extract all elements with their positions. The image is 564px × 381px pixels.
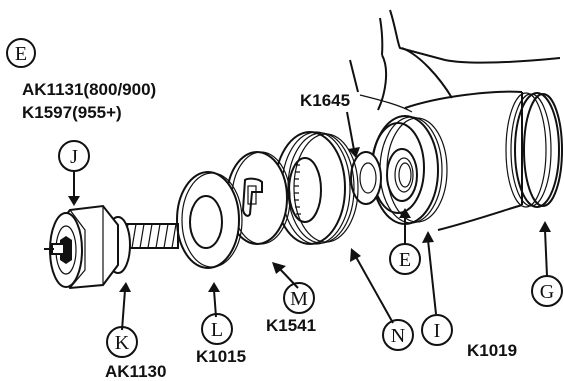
- callout-i: I: [421, 314, 453, 346]
- svg-text:E: E: [15, 43, 27, 65]
- part-number-k1541: K1541: [266, 316, 316, 335]
- flat-washer: [176, 171, 243, 269]
- svg-text:J: J: [70, 146, 78, 168]
- callout-j: J: [58, 140, 90, 172]
- part-number-e-line1: AK1131(800/900): [22, 80, 156, 99]
- svg-text:K: K: [115, 332, 130, 354]
- part-number-k1015: K1015: [196, 347, 246, 366]
- callout-e-part: E: [389, 243, 421, 275]
- svg-text:E: E: [399, 249, 411, 271]
- callout-m: M: [283, 282, 315, 314]
- svg-text:G: G: [540, 281, 554, 303]
- callout-n: N: [382, 319, 414, 351]
- svg-text:I: I: [434, 320, 441, 342]
- callout-l: L: [201, 313, 233, 345]
- part-number-ak1130: AK1130: [105, 362, 166, 381]
- part-number-k1645: K1645: [300, 91, 350, 110]
- callout-e-top: E: [6, 38, 36, 68]
- callout-k: K: [106, 326, 138, 358]
- callout-g: G: [531, 275, 563, 307]
- hex-bolt: [44, 204, 179, 290]
- leader-arrows: [68, 111, 551, 331]
- svg-text:N: N: [391, 325, 405, 347]
- svg-text:L: L: [211, 319, 223, 341]
- threaded-ring-nut: [274, 131, 359, 245]
- svg-text:M: M: [290, 288, 308, 310]
- flange-seat: [371, 115, 448, 225]
- part-number-e-line2: K1597(955+): [22, 103, 122, 122]
- part-number-k1019: K1019: [467, 341, 517, 360]
- small-washer-k1645: [350, 151, 382, 205]
- housing-body: [349, 9, 563, 231]
